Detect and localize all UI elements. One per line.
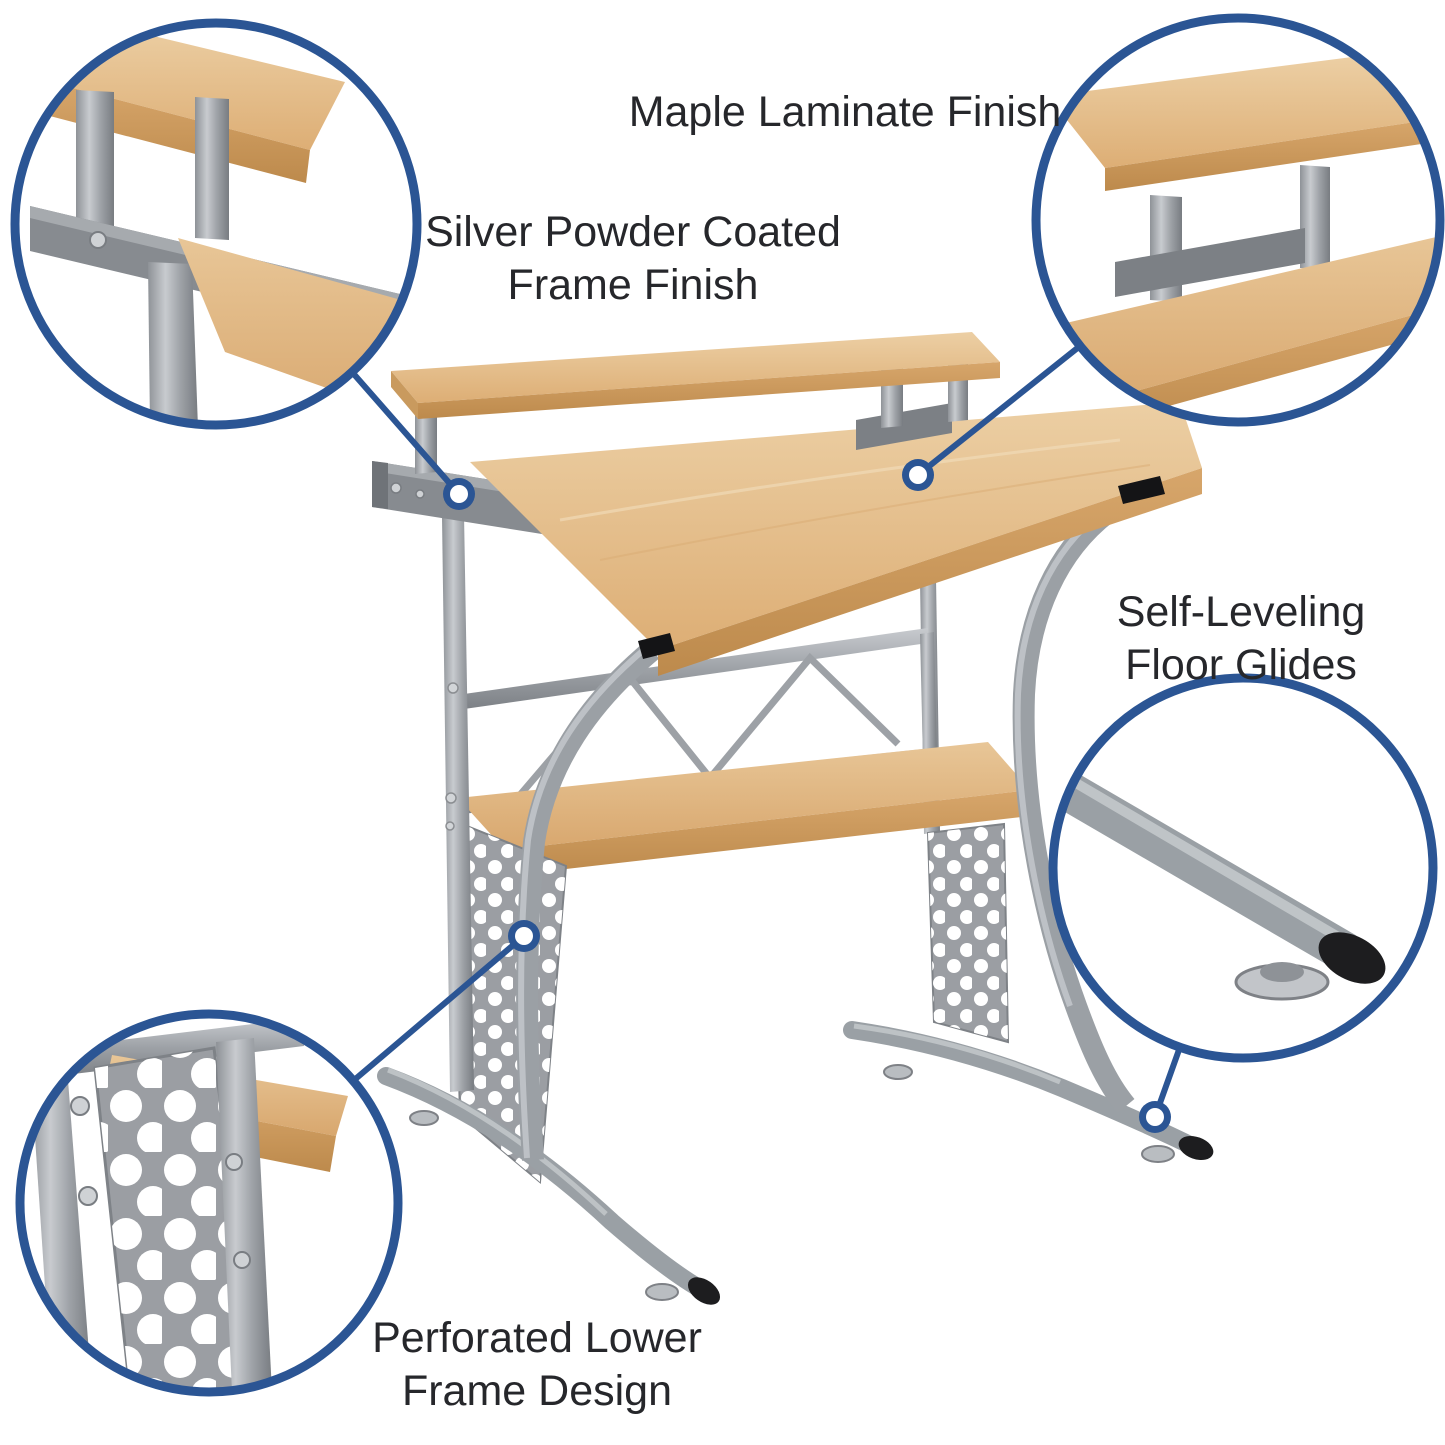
- rear-foot-end-cap: [1178, 1135, 1214, 1161]
- desktop-front-edge: [658, 468, 1202, 676]
- callout-label-maple-line1: Maple Laminate Finish: [628, 88, 1062, 136]
- shelf-bracket: [856, 403, 952, 450]
- callout-label-perforated-line2: Frame Design: [401, 1367, 673, 1415]
- callout-label-perforated-frame: Perforated Lower Frame Design: [372, 1312, 702, 1418]
- left-straight-post: [442, 514, 474, 1092]
- rear-foot: [843, 1021, 1205, 1157]
- detail-circle-perforated-panel: [15, 1009, 403, 1397]
- lower-shelf: [458, 742, 1030, 876]
- callout-label-silver-line2: Frame Finish: [507, 261, 759, 309]
- callout-label-floor-glides: Self-Leveling Floor Glides: [1117, 586, 1366, 692]
- shelf-post-left: [415, 410, 437, 474]
- leader-line-frame: [349, 369, 462, 497]
- callout-label-silver-frame: Silver Powder Coated Frame Finish: [425, 206, 841, 312]
- floor-glide-rear-left: [883, 1064, 913, 1080]
- detail-circle-shelf-corner: [10, 18, 422, 430]
- right-curved-leg: [1012, 503, 1135, 1114]
- detail-circle-floor-glide: [1048, 673, 1438, 1063]
- lower-shelf-top: [458, 742, 1030, 850]
- desktop-corner-cap-right: [1118, 476, 1165, 504]
- desktop-corner-cap-left: [638, 633, 675, 659]
- anchor-dot-maple: [902, 459, 934, 491]
- brace-stub: [920, 632, 937, 760]
- monitor-shelf: [391, 332, 1000, 419]
- front-foot-end-cap: [687, 1277, 721, 1305]
- detail-circle-maple-surface: [1031, 13, 1445, 427]
- callout-label-glides-line1: Self-Leveling: [1116, 588, 1366, 636]
- monitor-shelf-front-edge: [418, 362, 1000, 419]
- anchor-dots: [443, 459, 1171, 1133]
- monitor-shelf-top: [391, 332, 1000, 403]
- lower-shelf-front-edge: [505, 790, 1030, 876]
- anchor-dot-perforated: [508, 920, 540, 952]
- floor-glide-front-right: [645, 1283, 679, 1301]
- leader-line-maple: [915, 343, 1083, 478]
- callout-label-glides-line2: Floor Glides: [1125, 641, 1357, 689]
- front-foot: [377, 1067, 715, 1301]
- upper-cross-bar: [464, 628, 928, 709]
- floor-glide-rear-right: [1141, 1145, 1175, 1163]
- monitor-shelf-end: [391, 371, 418, 419]
- desktop: [470, 402, 1202, 676]
- anchor-dot-frame: [443, 478, 475, 510]
- callout-label-silver-line1: Silver Powder Coated: [425, 208, 841, 256]
- rear-right-perforated-panel: [926, 822, 1010, 1044]
- callout-label-perforated-line1: Perforated Lower: [372, 1314, 702, 1362]
- callout-label-maple-laminate: Maple Laminate Finish: [629, 86, 1062, 139]
- anchor-dot-glides: [1139, 1101, 1171, 1133]
- floor-glide-front-left: [409, 1110, 439, 1126]
- left-curved-leg: [516, 641, 660, 1161]
- desktop-top: [470, 402, 1202, 650]
- leader-line-perforated: [350, 933, 527, 1084]
